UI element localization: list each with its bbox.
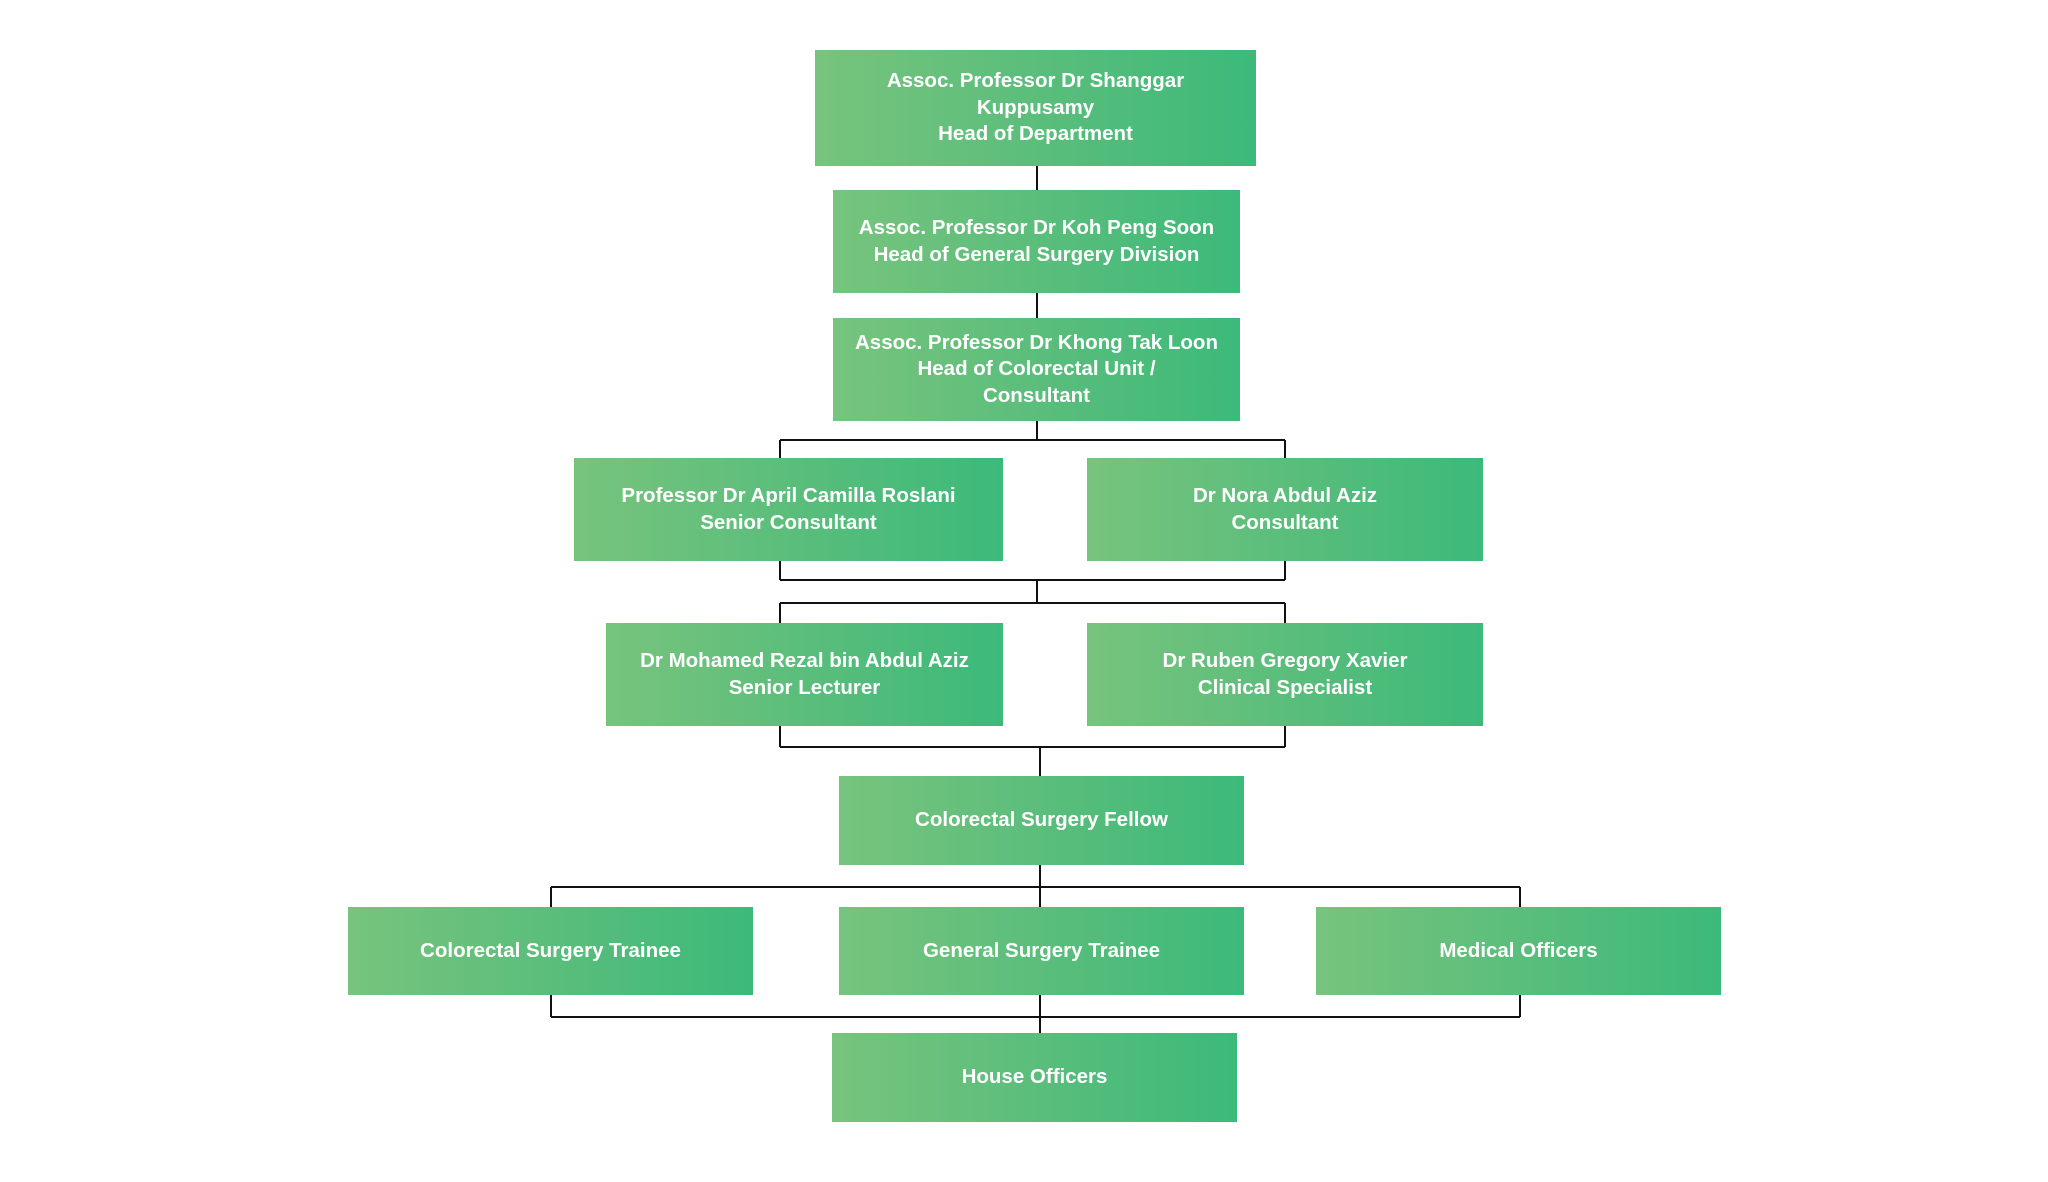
node-name: Dr Mohamed Rezal bin Abdul Aziz (640, 649, 969, 672)
node-name: Colorectal Surgery Fellow (915, 808, 1168, 832)
node-senior-lecturer: Dr Mohamed Rezal bin Abdul Aziz Senior L… (606, 623, 1003, 726)
node-name: Professor Dr April Camilla Roslani (621, 484, 956, 507)
node-head-of-department: Assoc. Professor Dr Shanggar Kuppusamy H… (815, 50, 1256, 166)
node-name: General Surgery Trainee (922, 938, 1160, 962)
node-name: Dr Nora Abdul Aziz (1192, 484, 1378, 507)
node-head-general-surgery: Assoc. Professor Dr Koh Peng Soon Head o… (833, 190, 1240, 293)
node-name: Assoc. Professor Dr Koh Peng Soon (858, 216, 1215, 239)
node-name: Assoc. Professor Dr Khong Tak Loon (855, 330, 1218, 354)
node-name: Assoc. Professor Dr Shanggar Kuppusamy (886, 69, 1185, 119)
node-role: Head of Colorectal Unit / (917, 357, 1156, 381)
node-role: Head of General Surgery Division (873, 242, 1200, 266)
node-colorectal-trainee: Colorectal Surgery Trainee (348, 907, 753, 995)
node-senior-consultant: Professor Dr April Camilla Roslani Senio… (574, 458, 1003, 561)
node-consultant: Dr Nora Abdul Aziz Consultant (1087, 458, 1483, 561)
node-colorectal-fellow: Colorectal Surgery Fellow (839, 776, 1244, 865)
node-name: Dr Ruben Gregory Xavier (1162, 649, 1408, 672)
node-role: Consultant (1231, 510, 1339, 534)
node-role: Clinical Specialist (1197, 675, 1373, 699)
node-clinical-specialist: Dr Ruben Gregory Xavier Clinical Special… (1087, 623, 1483, 726)
node-name: Colorectal Surgery Trainee (420, 938, 681, 962)
node-name: House Officers (961, 1065, 1108, 1089)
node-name: Medical Officers (1439, 938, 1598, 962)
node-role: Senior Consultant (700, 510, 877, 534)
node-house-officers: House Officers (832, 1033, 1237, 1122)
node-role: Head of Department (938, 122, 1133, 146)
node-role: Senior Lecturer (728, 675, 881, 699)
node-role-continued: Consultant (982, 383, 1091, 407)
node-head-colorectal-unit: Assoc. Professor Dr Khong Tak Loon Head … (833, 318, 1240, 421)
node-general-trainee: General Surgery Trainee (839, 907, 1244, 995)
node-medical-officers: Medical Officers (1316, 907, 1721, 995)
